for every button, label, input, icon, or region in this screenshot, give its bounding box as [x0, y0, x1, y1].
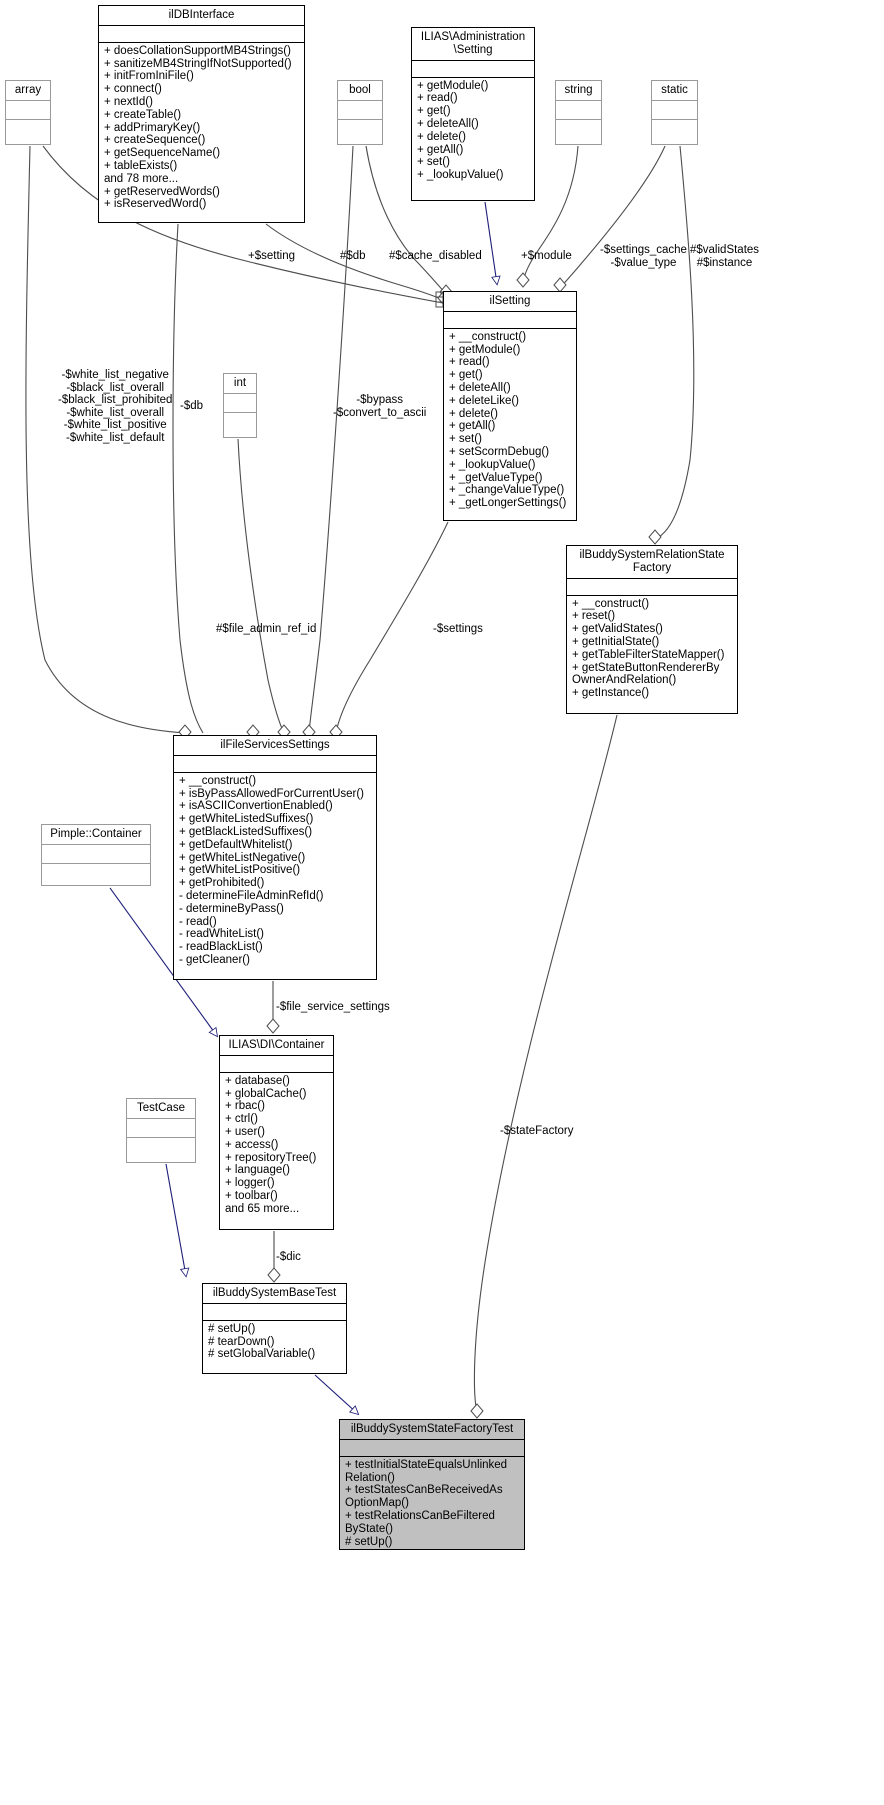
edge-label-module: +$module — [521, 250, 572, 262]
class-attributes — [203, 1304, 346, 1321]
class-operations — [42, 864, 150, 869]
edge-label-white-black-lists: -$white_list_negative -$black_list_overa… — [58, 369, 173, 444]
class-operations: + __construct()+ getModule()+ read()+ ge… — [449, 330, 567, 510]
class-node-ilias-di-container[interactable]: ILIAS\DI\Container + database()+ globalC… — [219, 1035, 334, 1230]
class-attributes — [412, 61, 534, 78]
edge-label-settings: -$settings — [433, 623, 483, 635]
class-attributes — [42, 845, 150, 864]
class-title: TestCase — [127, 1099, 195, 1119]
edge-label-valid-states: #$validStates #$instance — [690, 244, 760, 269]
class-attributes — [652, 101, 697, 120]
edge-label-db-protected: #$db — [340, 250, 366, 262]
class-operations: + database()+ globalCache()+ rbac()+ ctr… — [225, 1074, 317, 1215]
class-operations: + __construct()+ reset()+ getValidStates… — [572, 597, 725, 700]
class-attributes — [567, 579, 737, 596]
class-title: ilBuddySystemBaseTest — [203, 1284, 346, 1304]
edge-label-file-service-settings: -$file_service_settings — [276, 1001, 390, 1013]
class-node-static[interactable]: static — [651, 80, 698, 145]
class-operations — [338, 120, 382, 125]
class-attributes — [556, 101, 601, 120]
class-title: array — [6, 81, 50, 101]
class-node-ilfileservicessettings[interactable]: ilFileServicesSettings + __construct()+ … — [173, 735, 377, 980]
class-attributes — [174, 756, 376, 773]
class-operations: + getModule()+ read()+ get()+ deleteAll(… — [417, 79, 504, 182]
class-title: ilSetting — [444, 292, 576, 312]
class-title: ilFileServicesSettings — [174, 736, 376, 756]
class-attributes — [444, 312, 576, 329]
class-title: Pimple::Container — [42, 825, 150, 845]
class-attributes — [224, 394, 256, 413]
class-title: ILIAS\Administration\Setting — [412, 28, 534, 61]
class-title: string — [556, 81, 601, 101]
class-operations — [127, 1138, 195, 1143]
class-operations — [224, 413, 256, 418]
class-operations: + doesCollationSupportMB4Strings()+ sani… — [104, 44, 292, 211]
class-attributes — [340, 1440, 524, 1457]
class-node-bool[interactable]: bool — [337, 80, 383, 145]
edge-label-file-admin-ref-id: #$file_admin_ref_id — [216, 623, 317, 635]
edge-label-state-factory: -$stateFactory — [500, 1125, 574, 1137]
class-attributes — [6, 101, 50, 120]
class-title: bool — [338, 81, 382, 101]
class-attributes — [338, 101, 382, 120]
class-node-array[interactable]: array — [5, 80, 51, 145]
class-operations — [6, 120, 50, 125]
class-node-testcase[interactable]: TestCase — [126, 1098, 196, 1163]
class-node-ildbinterface[interactable]: ilDBInterface + doesCollationSupportMB4S… — [98, 5, 305, 223]
class-title: ilDBInterface — [99, 6, 304, 26]
class-attributes — [127, 1119, 195, 1138]
edge-label-cache-disabled: #$cache_disabled — [389, 250, 482, 262]
class-node-int[interactable]: int — [223, 373, 257, 438]
class-attributes — [220, 1056, 333, 1073]
class-node-ilias-administration-setting[interactable]: ILIAS\Administration\Setting + getModule… — [411, 27, 535, 201]
class-operations — [652, 120, 697, 125]
class-title: int — [224, 374, 256, 394]
edge-label-db-private: -$db — [180, 400, 204, 412]
class-node-pimple-container[interactable]: Pimple::Container — [41, 824, 151, 886]
class-node-ilbuddysystembasetest[interactable]: ilBuddySystemBaseTest # setUp()# tearDow… — [202, 1283, 347, 1374]
edge-label-dic: -$dic — [276, 1251, 301, 1263]
class-title: ILIAS\DI\Container — [220, 1036, 333, 1056]
class-node-ilbuddysystemstatefactorytest[interactable]: ilBuddySystemStateFactoryTest + testInit… — [339, 1419, 525, 1550]
class-attributes — [99, 26, 304, 43]
class-node-ilsetting[interactable]: ilSetting + __construct()+ getModule()+ … — [443, 291, 577, 521]
class-title: static — [652, 81, 697, 101]
class-node-string[interactable]: string — [555, 80, 602, 145]
class-title: ilBuddySystemStateFactoryTest — [340, 1420, 524, 1440]
class-operations — [556, 120, 601, 125]
class-operations: # setUp()# tearDown()# setGlobalVariable… — [208, 1322, 316, 1361]
edge-label-bypass: -$bypass -$convert_to_ascii — [333, 394, 427, 419]
edge-label-settings-cache: -$settings_cache -$value_type — [600, 244, 687, 269]
edge-label-setting: +$setting — [248, 250, 295, 262]
class-operations: + __construct()+ isByPassAllowedForCurre… — [179, 774, 365, 966]
